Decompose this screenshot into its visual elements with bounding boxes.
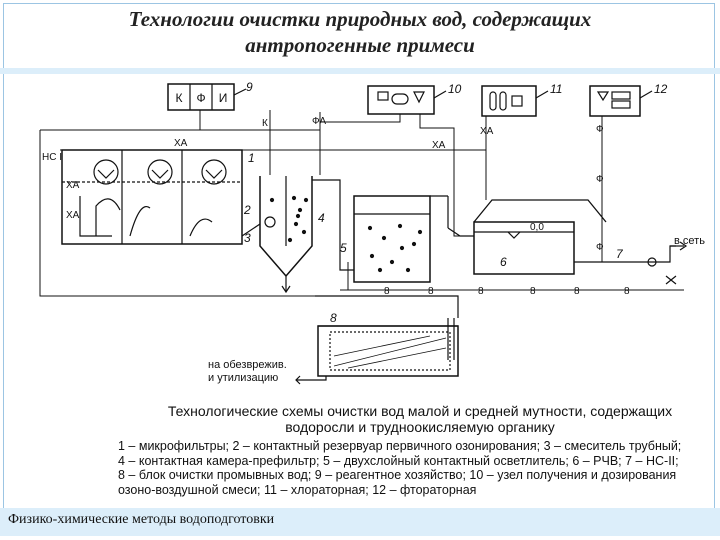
- label-2: 2: [243, 203, 251, 217]
- legend-line-3: 8 – блок очистки промывных вод; 9 – реаг…: [118, 468, 677, 482]
- figure-legend: 1 – микрофильтры; 2 – контактный резерву…: [0, 439, 720, 497]
- fluorine-unit-12: 12: [589, 82, 668, 117]
- label-1: 1: [248, 151, 255, 165]
- line-label-xa-4: ХА: [66, 180, 80, 191]
- line-label-xa-5: ХА: [66, 210, 80, 221]
- footer-text: Физико-химические методы водоподготовки: [8, 512, 275, 527]
- line-label-f-2: Ф: [596, 174, 604, 185]
- panel-label-k: К: [176, 91, 183, 105]
- panel-label-i: И: [219, 91, 228, 105]
- label-6: 6: [500, 255, 507, 269]
- label-10: 10: [448, 82, 462, 96]
- line-label-8-6: 8: [624, 286, 630, 297]
- wash-water-block-8: 8: [295, 295, 459, 385]
- wash-water-lines: 8 8 8 8 8 8: [340, 262, 684, 297]
- legend-line-4: озоно-воздушной смеси; 11 – хлораторная;…: [118, 482, 477, 497]
- label-4: 4: [318, 211, 325, 225]
- line-label-8-4: 8: [530, 286, 536, 297]
- line-label-f-1: Ф: [596, 124, 604, 135]
- label-11: 11: [550, 82, 562, 96]
- label-12: 12: [654, 82, 668, 96]
- process-flow-diagram: К Ф И 9 10 11 12: [39, 80, 705, 385]
- label-9: 9: [246, 80, 253, 94]
- slide-title: Технологии очистки природных вод, содерж…: [0, 6, 720, 58]
- contact-prefilter-4: 4: [259, 176, 325, 294]
- title-line-2: антропогенные примеси: [245, 33, 475, 57]
- header-stripe: [0, 68, 720, 74]
- line-label-k: К: [262, 118, 268, 129]
- reagent-facility-9: К Ф И 9: [167, 80, 253, 111]
- line-label-nsi: НС I: [42, 152, 62, 163]
- legend-line-1: 1 – микрофильтры; 2 – контактный резерву…: [118, 439, 682, 453]
- caption-line-2: водоросли и трудноокисляемую органику: [285, 419, 555, 435]
- panel-label-f: Ф: [196, 91, 205, 105]
- clean-water-reservoir-6: 0,0 6: [447, 199, 607, 275]
- caption-line-1: Технологические схемы очистки вод малой …: [167, 403, 673, 419]
- level-mark: 0,0: [530, 222, 544, 233]
- figure-caption: Технологические схемы очистки вод малой …: [0, 403, 720, 435]
- line-label-xa-2: ХА: [432, 140, 446, 151]
- disposal-line-1: на обезврежив.: [208, 359, 287, 371]
- footer-bar: [0, 508, 720, 536]
- ozone-unit-10: 10: [367, 82, 462, 115]
- line-label-f-3: Ф: [596, 242, 604, 253]
- contact-clarifier-5: 5: [312, 179, 449, 283]
- line-label-8-3: 8: [478, 286, 484, 297]
- line-label-fa: ФА: [312, 116, 326, 127]
- line-label-8-1: 8: [384, 286, 390, 297]
- dosing-lines: К ФА ХА ХА ХА Ф Ф Ф НС I ХА ХА: [39, 110, 650, 297]
- label-7: 7: [616, 247, 624, 261]
- label-5: 5: [340, 241, 347, 255]
- to-network-label: в сеть: [674, 235, 705, 247]
- label-8: 8: [330, 311, 337, 325]
- line-label-8-5: 8: [574, 286, 580, 297]
- legend-line-2: 4 – контактная камера-префильтр; 5 – дву…: [118, 453, 679, 468]
- chlorinator-11: 11: [481, 82, 562, 117]
- line-label-xa-3: ХА: [480, 126, 494, 137]
- microfilter-block: 1 2 3: [61, 149, 261, 245]
- pump-station-7: 7 в сеть: [574, 235, 705, 285]
- line-label-xa-1: ХА: [174, 138, 188, 149]
- disposal-line-2: и утилизацию: [208, 372, 278, 384]
- label-3: 3: [244, 231, 251, 245]
- title-line-1: Технологии очистки природных вод, содерж…: [128, 7, 592, 31]
- line-label-8-2: 8: [428, 286, 434, 297]
- figure-caption-block: Технологические схемы очистки вод малой …: [0, 403, 720, 497]
